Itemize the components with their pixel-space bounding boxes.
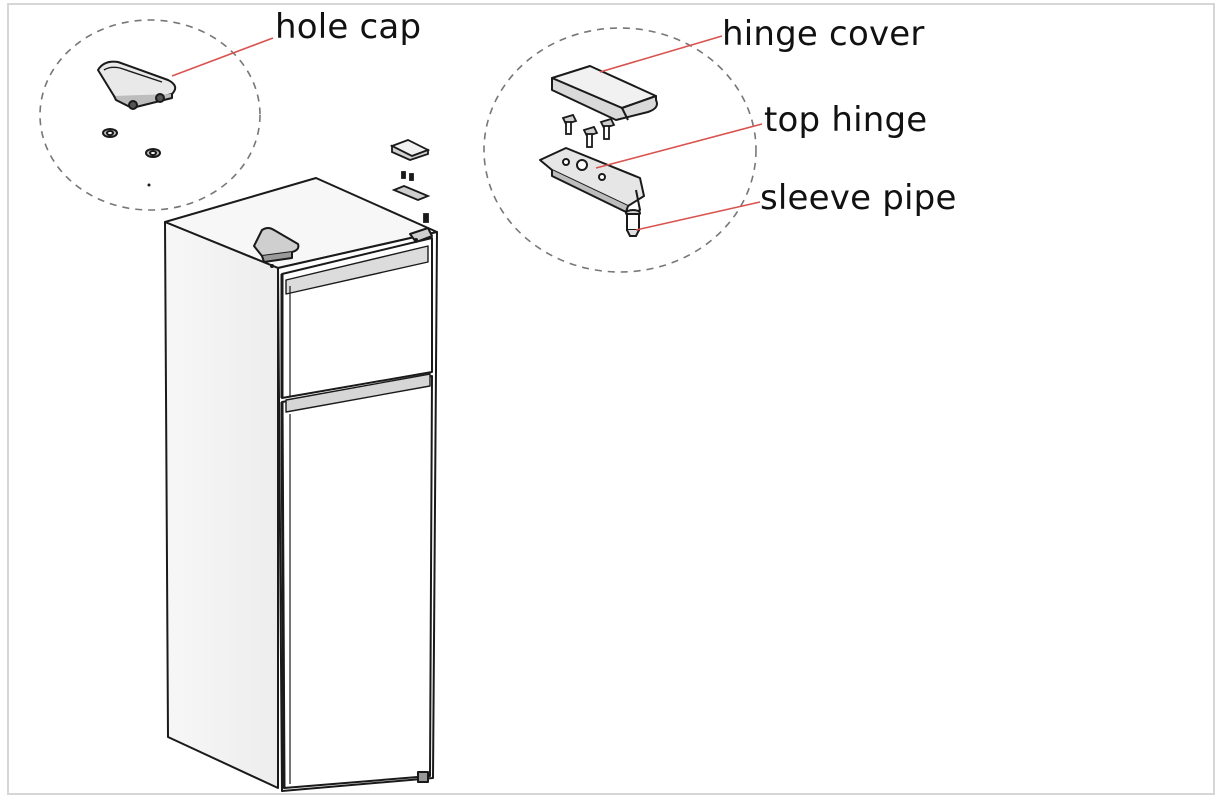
hinge-cover-label: hinge cover — [722, 14, 925, 54]
hinge-screws — [561, 113, 616, 148]
hole-cap-part — [97, 60, 177, 110]
hinge-cover-leader-line — [599, 35, 723, 73]
top-hinge-part — [539, 147, 645, 215]
exploded-parts-small — [389, 139, 431, 223]
top-hinge-label: top hinge — [764, 100, 928, 140]
fridge-foot — [417, 771, 429, 783]
sleeve-pipe-leader-line — [635, 201, 761, 231]
hinge-cover-part — [551, 65, 658, 121]
hinge-callout-circle — [483, 27, 757, 273]
hole-cap-leader-line — [171, 37, 274, 77]
refrigerator — [164, 177, 438, 792]
screw-holes — [102, 128, 161, 187]
fridge-hole-cap — [253, 227, 300, 257]
top-hinge-leader-line — [595, 123, 763, 169]
fresh-food-door — [281, 375, 433, 789]
fridge-side — [164, 221, 279, 789]
hole-cap-callout — [39, 19, 274, 211]
hole-cap-label: hole cap — [275, 7, 422, 47]
hole-cap-callout-circle — [39, 19, 261, 211]
sleeve-pipe-part — [625, 209, 641, 237]
hinge-callout — [483, 27, 763, 273]
sleeve-pipe-label: sleeve pipe — [760, 178, 957, 218]
